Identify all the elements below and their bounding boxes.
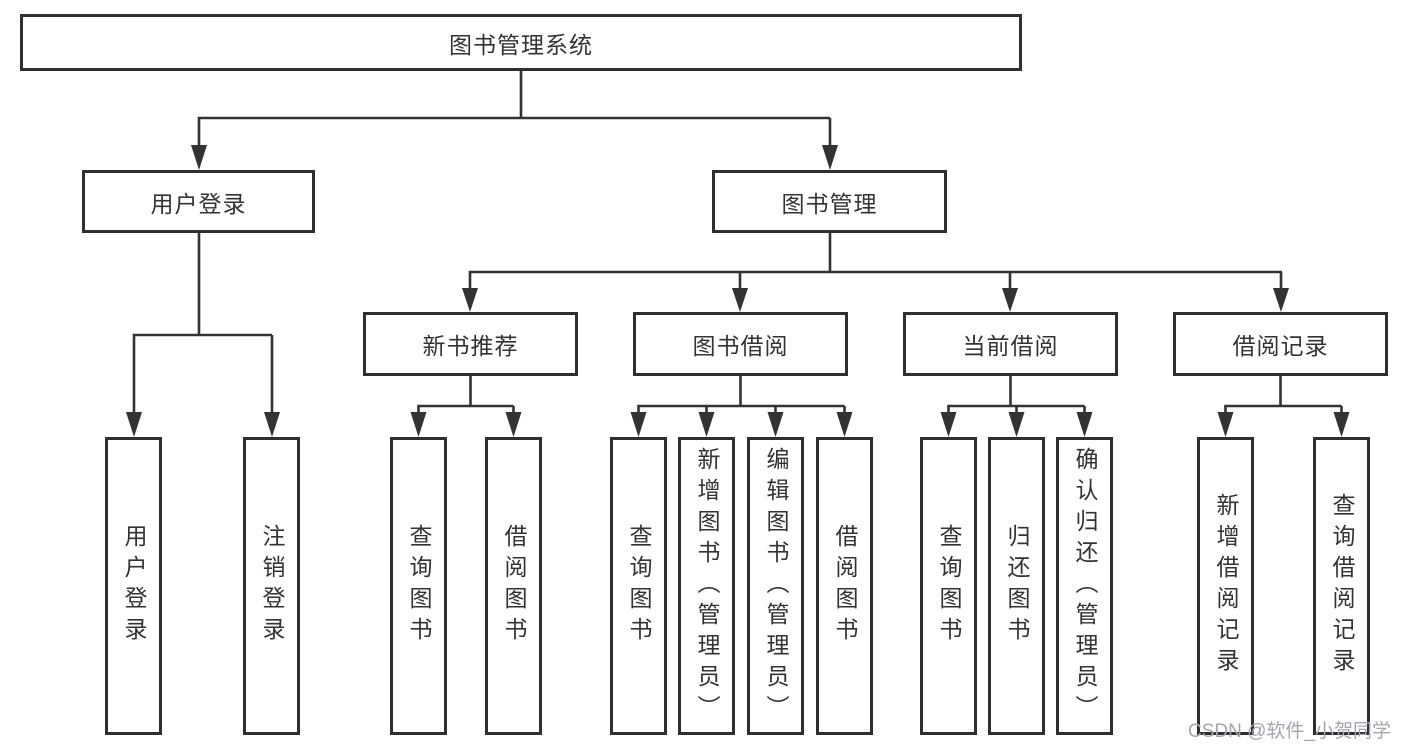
node-leaf-query-books-borrowing: 查询图书 [610, 437, 667, 735]
connector-records-children [1217, 376, 1350, 437]
arrowhead [462, 288, 478, 312]
node-leaf-user-login: 用户登录 [105, 437, 162, 735]
arrowhead [1273, 288, 1289, 312]
node-label: 新增图书（管理员） [694, 446, 720, 726]
node-label: 查询图书 [626, 524, 652, 648]
node-book-management: 图书管理 [712, 170, 947, 233]
node-leaf-borrow-books-recommend: 借阅图书 [485, 437, 542, 735]
connector-recommend-children [410, 376, 522, 437]
node-label: 新书推荐 [422, 333, 519, 359]
node-leaf-add-borrow-record: 新增借阅记录 [1197, 437, 1254, 735]
connector-user-login-children [126, 233, 280, 437]
arrowhead [126, 412, 142, 437]
node-leaf-add-book-admin: 新增图书（管理员） [678, 437, 735, 735]
node-library-management-system: 图书管理系统 [20, 14, 1022, 71]
arrowhead [1002, 288, 1018, 312]
arrowhead [191, 145, 207, 170]
node-label: 借阅记录 [1232, 333, 1329, 359]
arrowhead [410, 412, 427, 437]
node-label: 查询借阅记录 [1329, 493, 1355, 679]
connector-borrowing-children [630, 376, 853, 437]
node-current-borrowing: 当前借阅 [903, 312, 1118, 376]
node-leaf-borrow-books-borrowing: 借阅图书 [816, 437, 873, 735]
connector-book-mgmt-children [462, 233, 1289, 312]
arrowhead [264, 412, 280, 437]
connector-current-children [940, 376, 1093, 437]
node-label: 当前借阅 [962, 333, 1059, 359]
node-label: 借阅图书 [832, 524, 858, 648]
node-label: 确认归还（管理员） [1072, 446, 1098, 726]
node-label: 图书借阅 [692, 333, 789, 359]
node-label: 归还图书 [1004, 524, 1030, 648]
arrowhead [1333, 412, 1350, 437]
node-label: 图书管理系统 [449, 31, 593, 58]
node-label: 注销登录 [259, 524, 285, 648]
node-label: 新增借阅记录 [1213, 493, 1239, 679]
node-book-borrowing: 图书借阅 [633, 312, 848, 376]
node-leaf-edit-book-admin: 编辑图书（管理员） [747, 437, 804, 735]
arrowhead [822, 145, 838, 170]
node-label: 用户登录 [121, 524, 147, 648]
node-label: 图书管理 [781, 190, 878, 217]
arrowhead [732, 288, 748, 312]
arrowhead [1217, 412, 1234, 437]
arrowhead [698, 412, 715, 437]
arrowhead [1076, 412, 1093, 437]
node-label: 编辑图书（管理员） [763, 446, 789, 726]
node-new-book-recommend: 新书推荐 [363, 312, 578, 376]
arrowhead [767, 412, 784, 437]
node-borrowing-records: 借阅记录 [1173, 312, 1388, 376]
node-label: 查询图书 [936, 524, 962, 648]
node-leaf-query-borrow-record: 查询借阅记录 [1313, 437, 1370, 735]
arrowhead [630, 412, 647, 437]
arrowhead [1008, 412, 1025, 437]
node-leaf-return-book: 归还图书 [988, 437, 1045, 735]
csdn-watermark: CSDN @软件_小贺同学 [1188, 721, 1391, 742]
node-label: 查询图书 [406, 524, 432, 648]
node-leaf-logout: 注销登录 [243, 437, 300, 735]
node-leaf-confirm-return-admin: 确认归还（管理员） [1056, 437, 1113, 735]
arrowhead [836, 412, 853, 437]
node-leaf-query-books-recommend: 查询图书 [390, 437, 447, 735]
arrowhead [940, 412, 957, 437]
node-user-login: 用户登录 [82, 170, 315, 233]
node-label: 借阅图书 [501, 524, 527, 648]
node-label: 用户登录 [150, 190, 247, 217]
node-leaf-query-books-current: 查询图书 [920, 437, 977, 735]
arrowhead [505, 412, 522, 437]
connector-root-to-level1 [191, 71, 838, 170]
